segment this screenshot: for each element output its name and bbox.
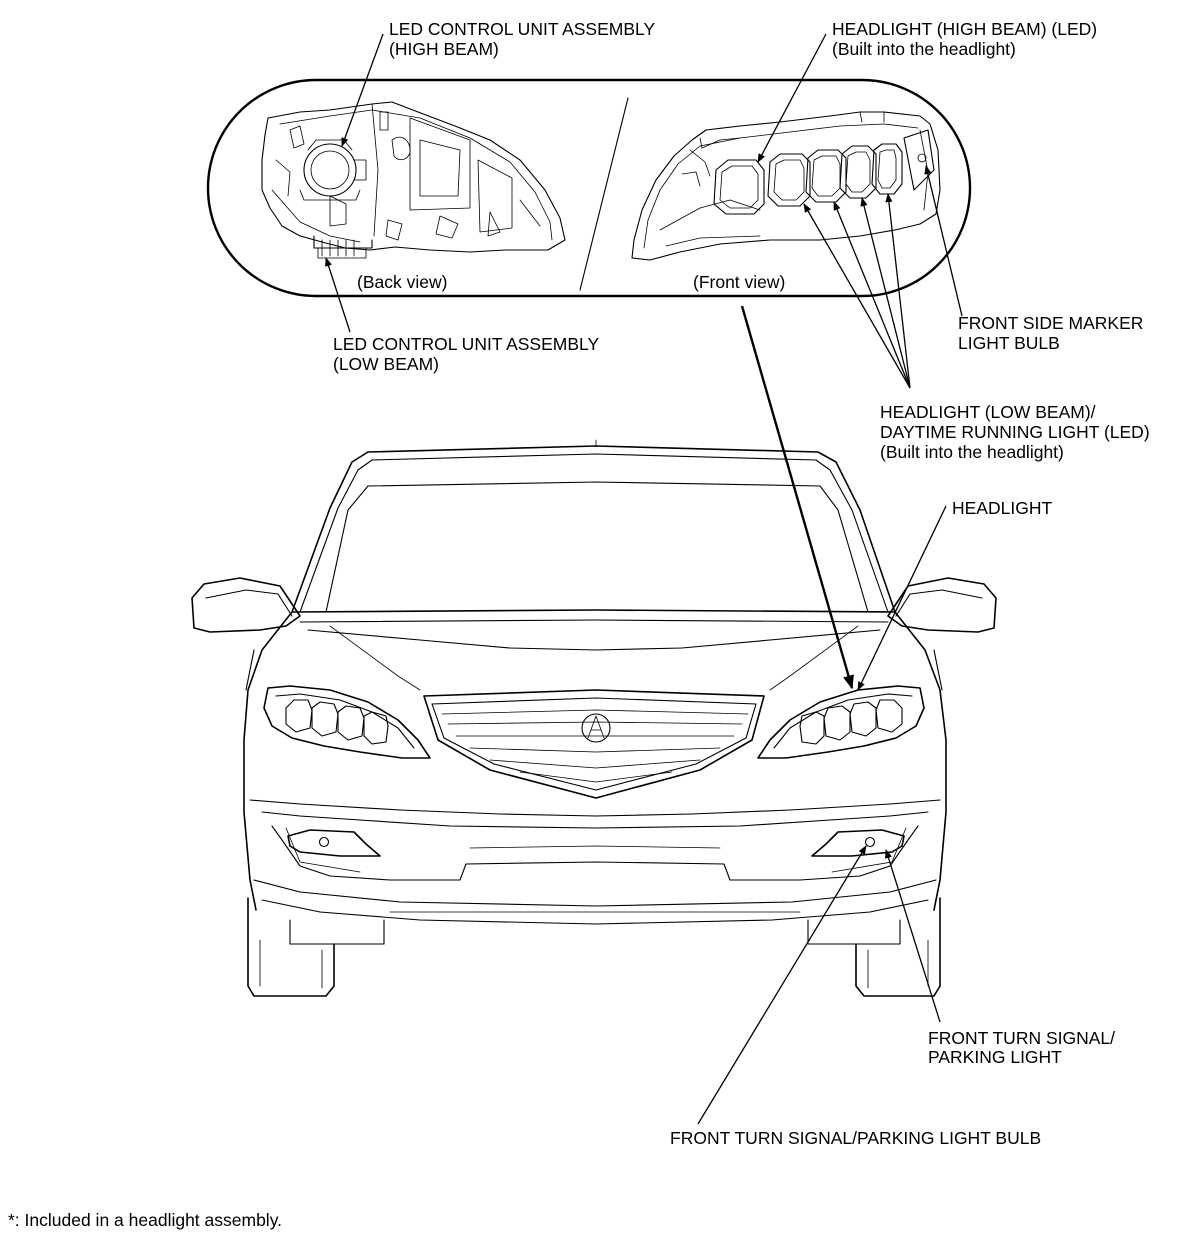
leader-led-high bbox=[341, 33, 384, 147]
label-low-beam-line1: HEADLIGHT (LOW BEAM)/ bbox=[880, 402, 1096, 422]
leader-low-4 bbox=[885, 193, 911, 389]
label-front-view: (Front view) bbox=[693, 272, 785, 292]
label-low-beam-line3: (Built into the headlight) bbox=[880, 442, 1064, 462]
leader-low-3 bbox=[860, 197, 911, 389]
label-turn-line2: PARKING LIGHT bbox=[928, 1047, 1062, 1067]
label-led-high-line1: LED CONTROL UNIT ASSEMBLY bbox=[389, 19, 655, 39]
right-headlight bbox=[757, 685, 925, 759]
label-led-high-line2: (HIGH BEAM) bbox=[389, 39, 499, 59]
inset-border bbox=[206, 78, 972, 298]
label-led-low-line2: (LOW BEAM) bbox=[333, 354, 439, 374]
detail-inset bbox=[206, 78, 972, 298]
leader-marker bbox=[924, 165, 963, 317]
label-back-view: (Back view) bbox=[357, 272, 447, 292]
label-turn-line1: FRONT TURN SIGNAL/ bbox=[928, 1028, 1115, 1048]
leader-low-2 bbox=[833, 201, 911, 389]
headlight-front-view bbox=[631, 111, 941, 261]
label-led-low-line1: LED CONTROL UNIT ASSEMBLY bbox=[333, 334, 599, 354]
label-marker-line2: LIGHT BULB bbox=[958, 333, 1060, 353]
footnote: *: Included in a headlight assembly. bbox=[8, 1210, 282, 1230]
leader-lines bbox=[325, 33, 963, 1125]
label-hl-high-line2: (Built into the headlight) bbox=[832, 39, 1016, 59]
callout-labels: LED CONTROL UNIT ASSEMBLY (HIGH BEAM) HE… bbox=[8, 19, 1150, 1230]
leader-turn bbox=[884, 849, 941, 1023]
front-bumper bbox=[249, 799, 941, 945]
grille bbox=[423, 689, 765, 799]
leader-turn-bulb bbox=[697, 845, 867, 1125]
vehicle-front-view bbox=[191, 439, 997, 997]
left-headlight bbox=[263, 685, 431, 759]
leader-led-low bbox=[325, 257, 351, 333]
label-marker-line1: FRONT SIDE MARKER bbox=[958, 313, 1143, 333]
label-headlight: HEADLIGHT bbox=[952, 498, 1052, 518]
label-hl-high-line1: HEADLIGHT (HIGH BEAM) (LED) bbox=[832, 19, 1097, 39]
leader-hl-high bbox=[757, 33, 827, 163]
headlight-back-view bbox=[261, 101, 566, 259]
label-turn-bulb: FRONT TURN SIGNAL/PARKING LIGHT BULB bbox=[670, 1128, 1041, 1148]
inset-to-vehicle-arrow bbox=[740, 305, 854, 690]
label-low-beam-line2: DAYTIME RUNNING LIGHT (LED) bbox=[880, 422, 1150, 442]
leader-low-1 bbox=[803, 203, 911, 389]
inset-divider bbox=[579, 97, 629, 291]
leader-headlight bbox=[857, 505, 947, 691]
